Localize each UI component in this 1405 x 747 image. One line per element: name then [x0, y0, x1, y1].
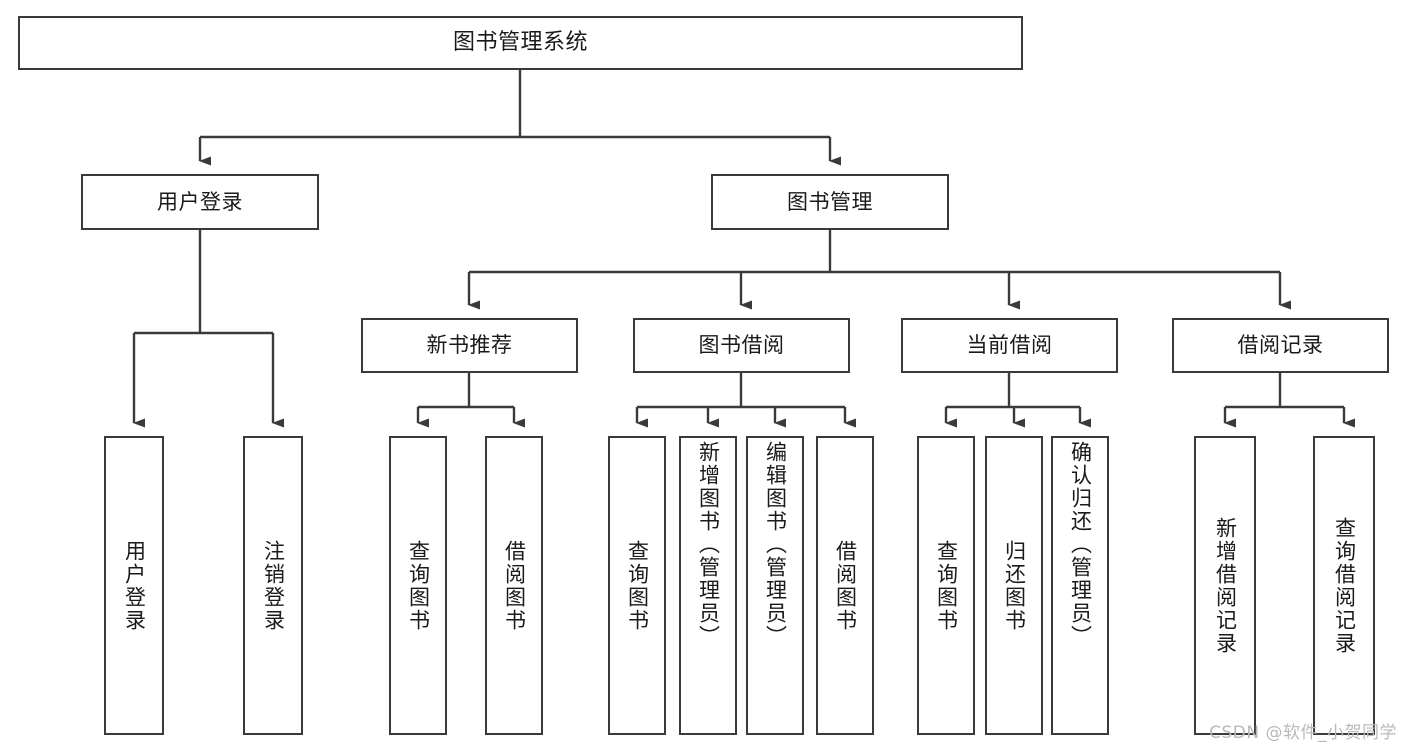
node-leaf-用户登录-label: 用户登录 [122, 539, 147, 632]
node-level2-图书借阅-label: 图书借阅 [698, 333, 785, 358]
node-level1-用户登录[interactable]: 用户登录 [81, 174, 319, 230]
node-root[interactable]: 图书管理系统 [18, 16, 1023, 70]
node-leaf-编辑图书管理员-6[interactable]: 编辑图书（管理员） [746, 436, 804, 735]
node-leaf-查询图书-label: 查询图书 [625, 539, 650, 632]
node-level1-图书管理[interactable]: 图书管理 [711, 174, 949, 230]
node-leaf-查询借阅记录-label: 查询借阅记录 [1332, 516, 1357, 655]
node-level2-新书推荐[interactable]: 新书推荐 [361, 318, 578, 373]
node-level1-用户登录-label: 用户登录 [157, 189, 243, 214]
node-leaf-归还图书-label: 归还图书 [1002, 539, 1027, 632]
node-leaf-借阅图书-3[interactable]: 借阅图书 [485, 436, 543, 735]
node-leaf-确认归还管理员-label: 确认归还（管理员） [1068, 441, 1093, 648]
node-leaf-编辑图书管理员-label: 编辑图书（管理员） [763, 441, 788, 648]
node-leaf-借阅图书-label: 借阅图书 [502, 539, 527, 632]
node-leaf-查询图书-2[interactable]: 查询图书 [389, 436, 447, 735]
node-level1-图书管理-label: 图书管理 [787, 189, 873, 214]
node-leaf-注销登录-1[interactable]: 注销登录 [243, 436, 303, 735]
node-leaf-借阅图书-label: 借阅图书 [833, 539, 858, 632]
node-level2-借阅记录[interactable]: 借阅记录 [1172, 318, 1389, 373]
node-leaf-查询图书-label: 查询图书 [934, 539, 959, 632]
node-leaf-新增借阅记录-label: 新增借阅记录 [1213, 516, 1238, 655]
node-leaf-查询图书-4[interactable]: 查询图书 [608, 436, 666, 735]
node-level2-当前借阅[interactable]: 当前借阅 [901, 318, 1118, 373]
node-leaf-确认归还管理员-10[interactable]: 确认归还（管理员） [1051, 436, 1109, 735]
node-leaf-查询图书-8[interactable]: 查询图书 [917, 436, 975, 735]
node-root-label: 图书管理系统 [452, 30, 588, 56]
node-leaf-归还图书-9[interactable]: 归还图书 [985, 436, 1043, 735]
node-leaf-查询借阅记录-12[interactable]: 查询借阅记录 [1313, 436, 1375, 735]
node-leaf-借阅图书-7[interactable]: 借阅图书 [816, 436, 874, 735]
node-level2-图书借阅[interactable]: 图书借阅 [633, 318, 850, 373]
node-leaf-注销登录-label: 注销登录 [261, 539, 286, 632]
node-leaf-新增图书管理员-label: 新增图书（管理员） [696, 441, 721, 648]
node-leaf-用户登录-0[interactable]: 用户登录 [104, 436, 164, 735]
node-leaf-新增借阅记录-11[interactable]: 新增借阅记录 [1194, 436, 1256, 735]
node-level2-新书推荐-label: 新书推荐 [426, 333, 513, 358]
node-level2-借阅记录-label: 借阅记录 [1237, 333, 1324, 358]
node-leaf-新增图书管理员-5[interactable]: 新增图书（管理员） [679, 436, 737, 735]
connector-lines [132, 70, 1355, 428]
node-leaf-查询图书-label: 查询图书 [406, 539, 431, 632]
node-level2-当前借阅-label: 当前借阅 [966, 333, 1053, 358]
